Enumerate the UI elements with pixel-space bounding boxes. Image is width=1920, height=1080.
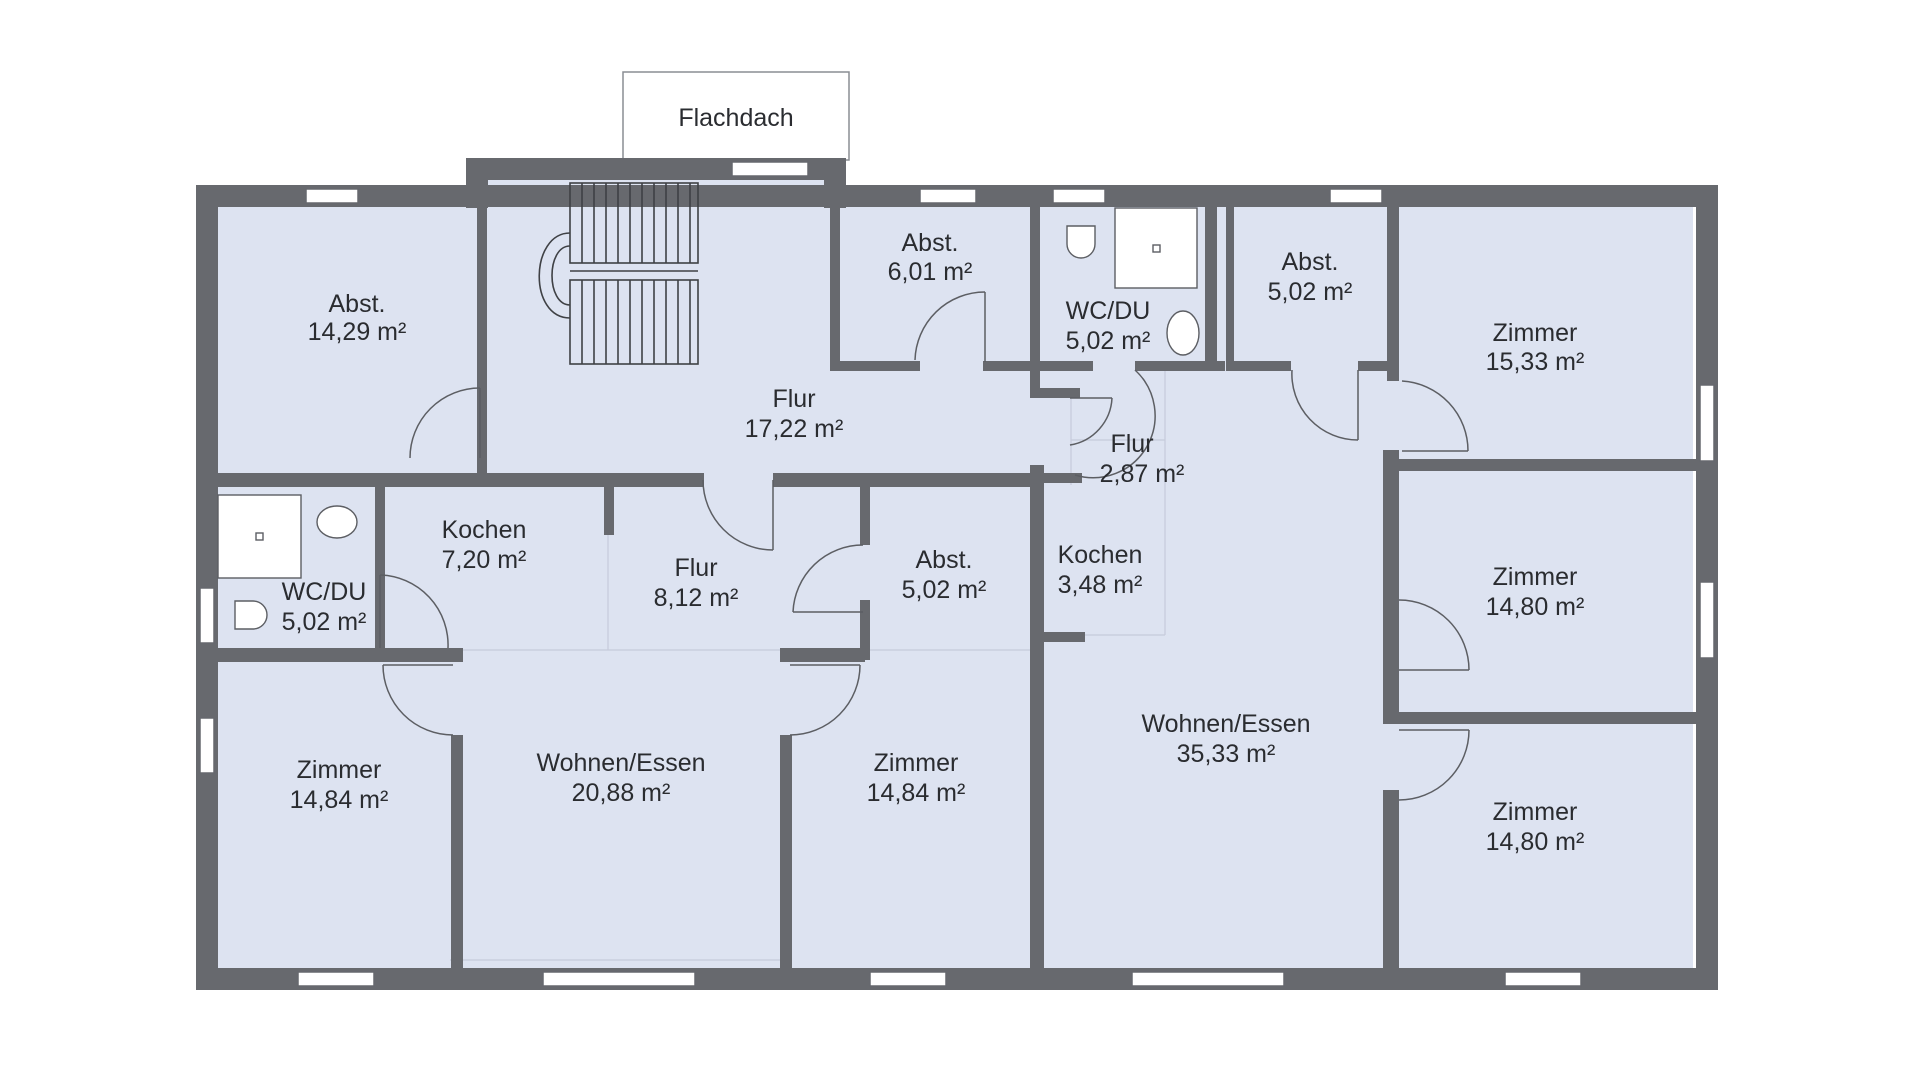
room-name: Zimmer: [1493, 319, 1578, 347]
sink-icon: [1166, 310, 1200, 356]
toilet-icon: [234, 600, 268, 630]
room-area: 14,80 m²: [1486, 593, 1585, 621]
window: [731, 161, 809, 177]
door-swing: [914, 291, 986, 361]
room-area: 7,20 m²: [442, 546, 527, 574]
room-flur-main: Flur 17,22 m²: [745, 385, 844, 443]
room-area: 20,88 m²: [572, 779, 671, 807]
room-area: 14,84 m²: [290, 786, 389, 814]
room-area: 14,84 m²: [867, 779, 966, 807]
window: [199, 587, 215, 644]
window: [297, 971, 375, 987]
door-swing: [1401, 380, 1469, 452]
room-name: Flur: [1110, 430, 1153, 458]
window: [1699, 384, 1715, 462]
doors: [379, 291, 1470, 801]
staircase: [538, 182, 699, 365]
room-zimmer-ne: Zimmer 15,33 m²: [1486, 319, 1585, 376]
room-abst-ne: Abst. 5,02 m²: [1268, 248, 1353, 306]
room-name: Zimmer: [874, 749, 959, 777]
window: [1329, 188, 1383, 204]
room-zimmer-sw: Zimmer 14,84 m²: [290, 756, 389, 814]
room-wcdu-n: WC/DU 5,02 m²: [1066, 297, 1151, 355]
room-area: 14,29 m²: [308, 318, 407, 346]
room-name: Abst.: [1282, 248, 1339, 276]
door-swing: [409, 387, 481, 459]
door-swing: [1398, 599, 1470, 671]
room-area: 35,33 m²: [1177, 740, 1276, 768]
door-swing: [1074, 369, 1156, 479]
room-zimmer-e1: Zimmer 14,80 m²: [1486, 563, 1585, 621]
room-area: 5,02 m²: [1066, 327, 1151, 355]
room-name: WC/DU: [282, 578, 367, 606]
window: [1131, 971, 1285, 987]
room-zimmer-sc: Zimmer 14,84 m²: [867, 749, 966, 807]
room-area: 5,02 m²: [282, 608, 367, 636]
room-name: Flur: [772, 385, 815, 413]
sink-icon: [316, 505, 358, 539]
window: [1699, 581, 1715, 659]
room-name: Zimmer: [1493, 563, 1578, 591]
door-swing: [792, 544, 864, 613]
room-area: 6,01 m²: [888, 258, 973, 286]
room-abst-n: Abst. 6,01 m²: [888, 229, 973, 286]
room-name: WC/DU: [1066, 297, 1151, 325]
room-area: 15,33 m²: [1486, 348, 1585, 376]
flat-roof: Flachdach: [622, 71, 850, 161]
room-name: Flur: [674, 554, 717, 582]
fixtures: [217, 207, 1200, 630]
door-swing: [702, 479, 774, 551]
toilet-icon: [1066, 225, 1096, 259]
room-flur-small: Flur 2,87 m²: [1100, 430, 1185, 488]
room-kochen-e: Kochen 3,48 m²: [1058, 541, 1143, 599]
room-abst-c: Abst. 5,02 m²: [902, 546, 987, 604]
room-kochen-w: Kochen 7,20 m²: [442, 516, 527, 574]
room-name: Abst.: [916, 546, 973, 574]
room-abst-nw: Abst. 14,29 m²: [308, 290, 407, 346]
window: [542, 971, 696, 987]
room-area: 5,02 m²: [902, 576, 987, 604]
room-name: Abst.: [902, 229, 959, 257]
window: [869, 971, 947, 987]
room-name: Kochen: [1058, 541, 1143, 569]
room-area: 3,48 m²: [1058, 571, 1143, 599]
room-zimmer-e2: Zimmer 14,80 m²: [1486, 798, 1585, 856]
door-swing: [382, 664, 454, 736]
room-name: Abst.: [329, 290, 386, 318]
door-swing: [379, 574, 449, 649]
room-name: Kochen: [442, 516, 527, 544]
room-labels: Abst. 14,29 m² Flur 17,22 m² Abst. 6,01 …: [282, 229, 1585, 856]
room-area: 14,80 m²: [1486, 828, 1585, 856]
window: [1504, 971, 1582, 987]
room-name: Wohnen/Essen: [1141, 710, 1310, 738]
room-name: Zimmer: [297, 756, 382, 784]
room-flur-w: Flur 8,12 m²: [654, 554, 739, 612]
windows: [199, 161, 1715, 987]
door-swing: [1398, 729, 1470, 801]
door-swing: [789, 664, 861, 736]
room-wcdu-w: WC/DU 5,02 m²: [282, 578, 367, 636]
room-wohnen-w: Wohnen/Essen 20,88 m²: [536, 749, 705, 807]
window: [305, 188, 359, 204]
room-area: 17,22 m²: [745, 415, 844, 443]
room-area: 2,87 m²: [1100, 460, 1185, 488]
room-name: Zimmer: [1493, 798, 1578, 826]
roof-label: Flachdach: [678, 104, 793, 132]
room-wohnen-e: Wohnen/Essen 35,33 m²: [1141, 710, 1310, 768]
window: [199, 717, 215, 774]
window: [1052, 188, 1106, 204]
room-name: Wohnen/Essen: [536, 749, 705, 777]
room-area: 8,12 m²: [654, 584, 739, 612]
door-swing: [1069, 397, 1113, 446]
window: [919, 188, 977, 204]
room-area: 5,02 m²: [1268, 278, 1353, 306]
door-swing: [1291, 369, 1359, 441]
